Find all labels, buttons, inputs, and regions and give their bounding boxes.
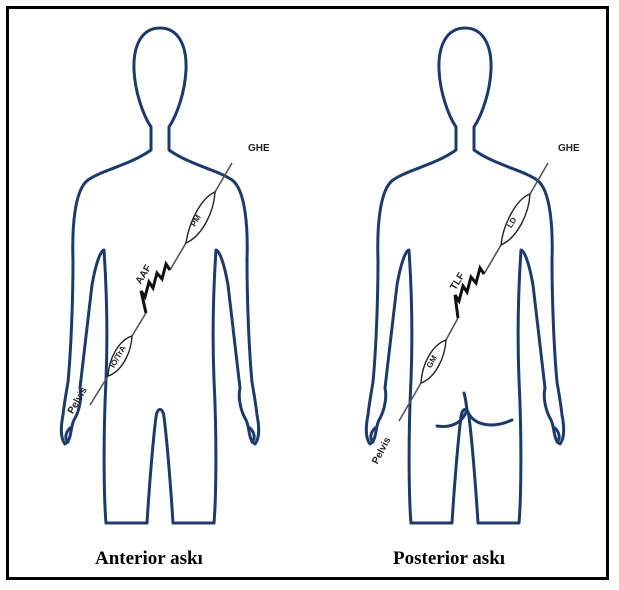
anterior-pelvis-label: Pelvis [66, 385, 90, 416]
posterior-line-lower [446, 318, 458, 340]
posterior-caption: Posterior askı [393, 548, 505, 570]
anterior-caption: Anterior askı [95, 548, 203, 570]
posterior-line-mid [484, 245, 501, 274]
anterior-line-mid [170, 243, 186, 270]
posterior-buttock-right [467, 410, 512, 425]
anterior-figure: PM AAF IO/TrA GHE Pelvis [61, 28, 270, 523]
posterior-figure: LD TLF GM GHE Pelvis [366, 28, 580, 523]
anterior-line-lower [132, 313, 146, 336]
anterior-ghe-label: GHE [248, 143, 270, 154]
posterior-ghe-label: GHE [558, 143, 580, 154]
